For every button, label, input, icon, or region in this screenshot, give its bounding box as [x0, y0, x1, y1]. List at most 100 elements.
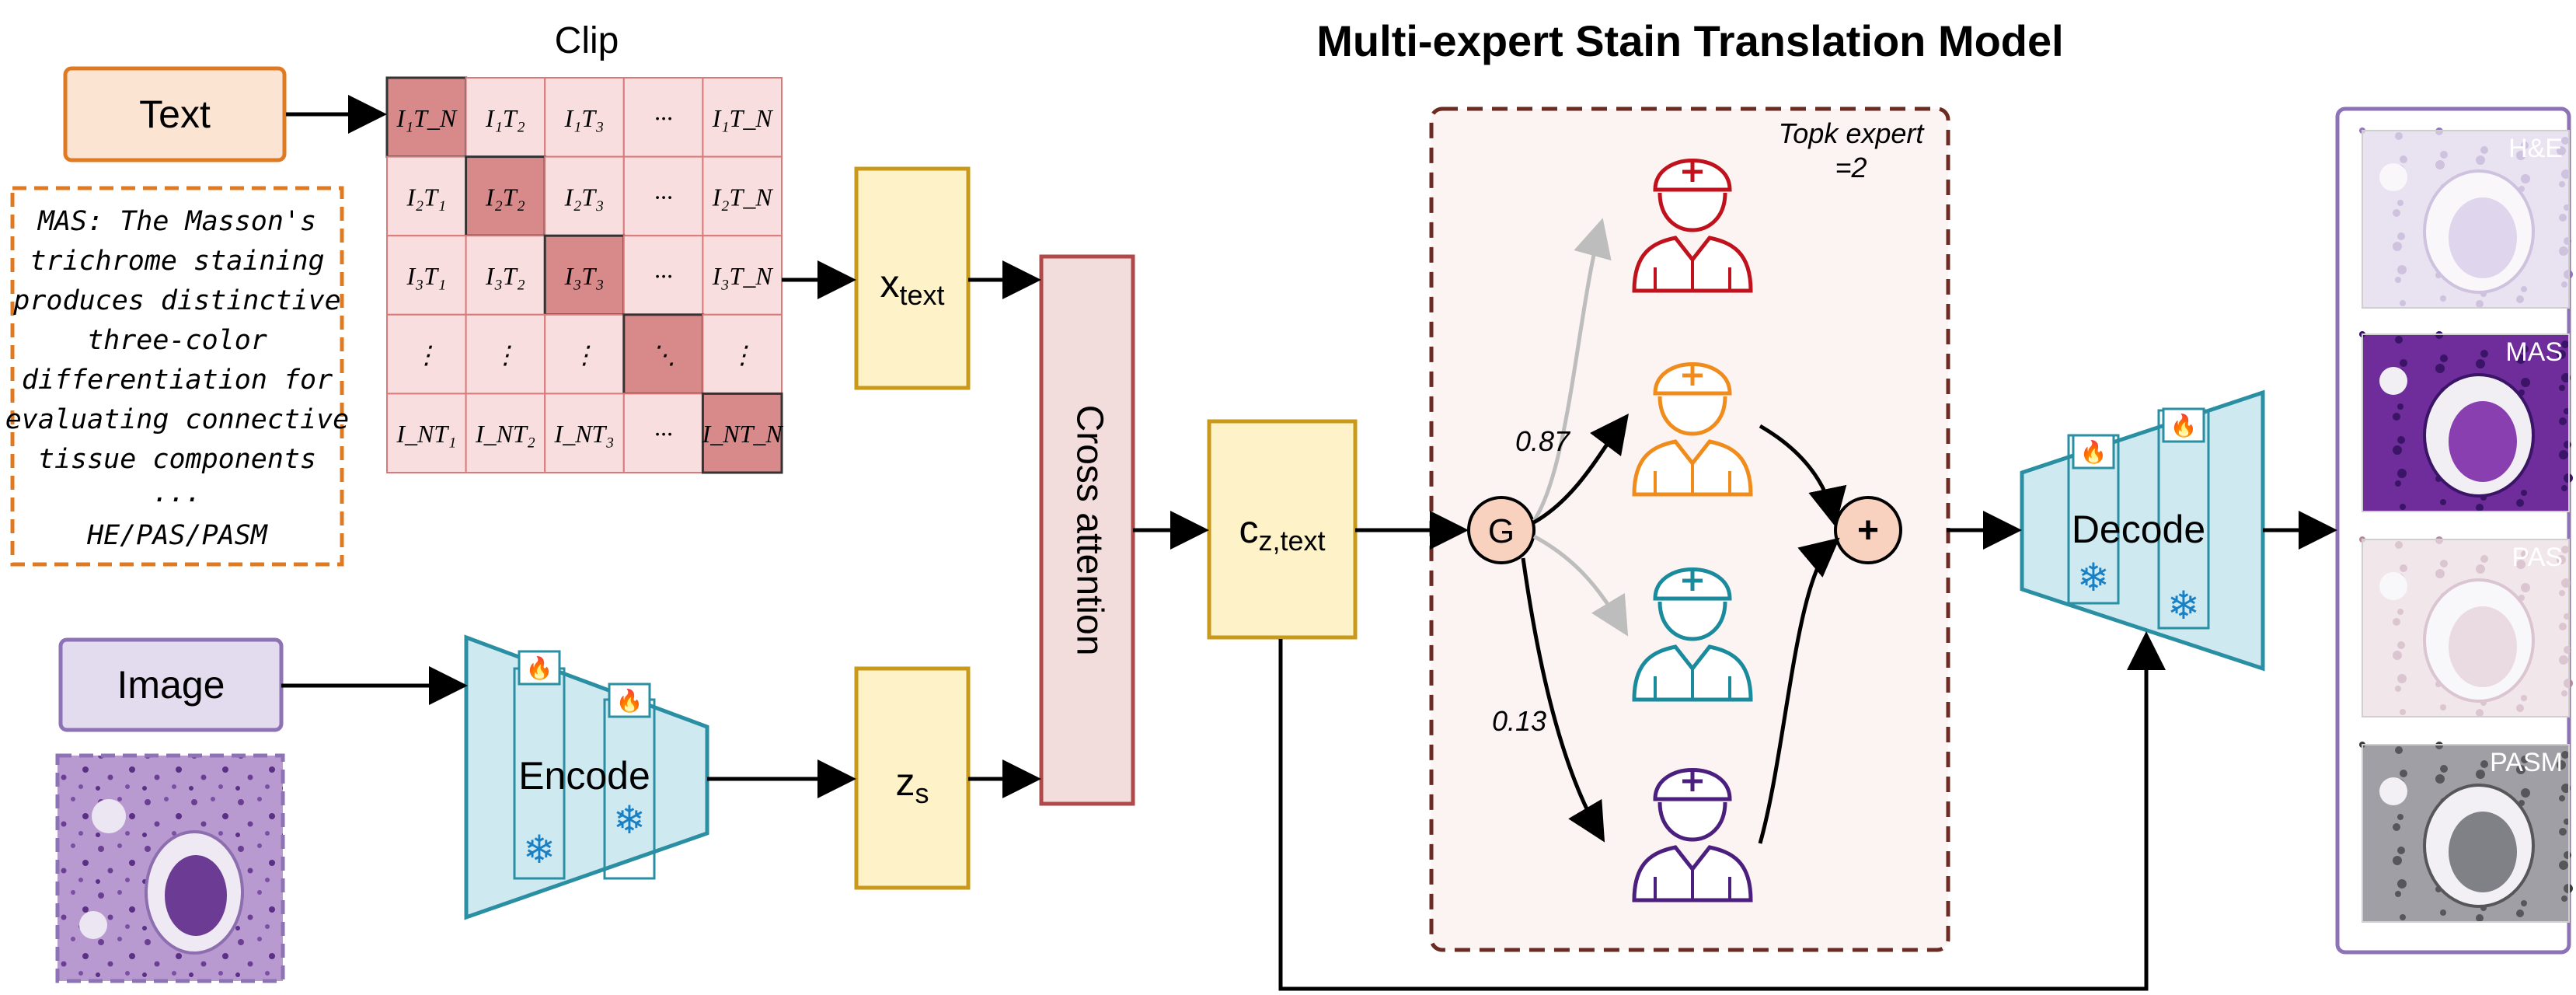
cross-attention-label: Cross attention — [1068, 405, 1110, 656]
topk-label-line1: Topk expert — [1779, 117, 1926, 149]
encoder-snowflake-icon-1: ❄ — [523, 827, 556, 872]
clip-cell-text-2-0: I₃T₁ — [406, 262, 446, 290]
output-panel — [2335, 106, 2571, 955]
x-text-main: x — [880, 262, 899, 305]
output-image-0: H&E — [2359, 127, 2573, 309]
clip-cell-0-4 — [702, 77, 783, 158]
encoder-fire-icon-2: 🔥 — [608, 683, 651, 718]
clip-cell-text-1-3: ··· — [654, 183, 673, 211]
clip-cell-text-0-4: I₁T_N — [712, 104, 774, 132]
clip-cell-text-3-4: ⋮ — [730, 341, 755, 369]
clip-cell-2-0 — [386, 235, 467, 316]
text-prompt-line-2: produces distinctive — [12, 285, 340, 316]
decoder-fire-icon-1: 🔥 — [2072, 434, 2115, 470]
connectors — [281, 95, 2337, 991]
clip-cell-1-2 — [544, 155, 625, 237]
text-prompt-line-7: ... — [152, 477, 201, 508]
clip-cell-text-3-2: ⋮ — [572, 341, 597, 369]
clip-cell-0-2 — [544, 77, 625, 158]
svg-text:🔥: 🔥 — [2080, 439, 2107, 465]
cross-attention-block: Cross attention — [1039, 254, 1135, 806]
clip-cell-3-0 — [386, 313, 467, 395]
text-prompt-box: MAS: The Masson's trichrome staining pro… — [5, 186, 350, 567]
text-input-box: Text — [63, 66, 287, 162]
clip-cell-text-1-0: I₂T₁ — [406, 183, 446, 211]
text-prompt-line-4: differentiation for — [22, 365, 333, 396]
text-prompt-line-3: three-color — [87, 325, 267, 356]
sum-node: + — [1834, 496, 1902, 564]
clip-cell-text-2-4: I₃T_N — [712, 262, 774, 290]
z-s-sub: s — [915, 777, 929, 809]
svg-text:🔥: 🔥 — [526, 655, 553, 681]
text-input-label: Text — [139, 93, 211, 136]
c-z-text-sub: z,text — [1258, 525, 1325, 557]
clip-cell-text-2-3: ··· — [654, 262, 673, 290]
gate-label: G — [1488, 512, 1515, 550]
clip-cell-4-0 — [386, 393, 467, 473]
z-s-box: zs — [854, 666, 971, 890]
clip-cell-1-1 — [465, 155, 546, 237]
clip-cell-text-4-3: ··· — [654, 420, 673, 448]
x-text-box: xtext — [854, 166, 971, 390]
expert-3-icon — [1632, 567, 1753, 702]
input-tissue-image — [55, 753, 285, 983]
output-label-2: PAS — [2512, 543, 2563, 572]
text-prompt-line-5: evaluating connective — [5, 404, 350, 435]
clip-cell-text-2-1: I₃T₂ — [485, 262, 525, 290]
clip-cell-text-1-1: I₂T₂ — [485, 183, 525, 211]
clip-cell-4-4 — [701, 392, 783, 474]
text-prompt-line-8: HE/PAS/PASM — [86, 520, 269, 551]
clip-cell-text-0-1: I₁T₂ — [485, 104, 525, 132]
clip-cell-text-3-1: ⋮ — [493, 341, 518, 369]
clip-cell-text-1-4: I₂T_N — [712, 183, 774, 211]
clip-cell-text-4-2: I_NT₃ — [554, 420, 615, 448]
encoder-snowflake-icon-2: ❄ — [613, 798, 646, 843]
gate-routing — [1521, 218, 1847, 844]
gate-node: G — [1467, 496, 1535, 564]
clip-cell-4-1 — [465, 393, 546, 473]
clip-cell-4-3 — [622, 393, 704, 473]
z-s-main: z — [896, 760, 915, 804]
text-prompt-line-6: tissue components — [38, 444, 316, 475]
output-images: H&E MAS PAS PASM — [2359, 127, 2573, 923]
output-label-3: PASM — [2490, 748, 2563, 777]
expert-1-icon — [1632, 159, 1753, 293]
svg-text:🔥: 🔥 — [616, 688, 643, 714]
sum-label: + — [1857, 510, 1879, 551]
output-image-2: PAS — [2359, 536, 2573, 717]
svg-text:🔥: 🔥 — [2170, 413, 2198, 438]
c-z-text-main: c — [1239, 508, 1258, 551]
clip-cell-text-4-1: I_NT₂ — [475, 420, 535, 448]
clip-title: Clip — [555, 20, 619, 61]
clip-cell-2-4 — [702, 235, 783, 316]
clip-cell-3-3 — [622, 313, 704, 395]
clip-cell-text-4-4: I_NT_N — [702, 420, 784, 448]
weight-bottom: 0.13 — [1492, 705, 1546, 737]
clip-cell-text-0-0: I₁T_N — [396, 104, 458, 132]
encoder-label: Encode — [518, 754, 650, 798]
svg-text:xtext: xtext — [880, 262, 944, 311]
svg-text:zs: zs — [896, 760, 929, 809]
expert-4-icon — [1632, 768, 1753, 902]
image-input-box: Image — [58, 637, 284, 732]
experts-group — [1632, 159, 1753, 902]
decoder-label: Decode — [2072, 508, 2205, 551]
output-image-3: PASM — [2359, 742, 2573, 923]
output-image-1: MAS — [2359, 331, 2573, 512]
svg-text:cz,text: cz,text — [1239, 508, 1325, 557]
output-label-0: H&E — [2508, 134, 2563, 163]
clip-cell-1-0 — [386, 155, 467, 237]
clip-cell-text-3-0: ⋮ — [414, 341, 439, 369]
encoder-block: 🔥 🔥 Encode ❄ ❄ — [464, 634, 709, 920]
decoder-block: 🔥 🔥 Decode ❄ ❄ — [2020, 389, 2265, 672]
expert-2-icon — [1632, 362, 1753, 497]
clip-cell-text-1-2: I₂T₃ — [564, 183, 605, 211]
output-label-1: MAS — [2505, 337, 2563, 367]
decoder-snowflake-icon-1: ❄ — [2077, 555, 2110, 600]
c-z-text-box: cz,text — [1207, 419, 1358, 640]
encoder-fire-icon-1: 🔥 — [518, 650, 561, 686]
text-prompt-line-0: MAS: The Masson's — [37, 206, 316, 237]
clip-cell-1-3 — [622, 155, 704, 237]
